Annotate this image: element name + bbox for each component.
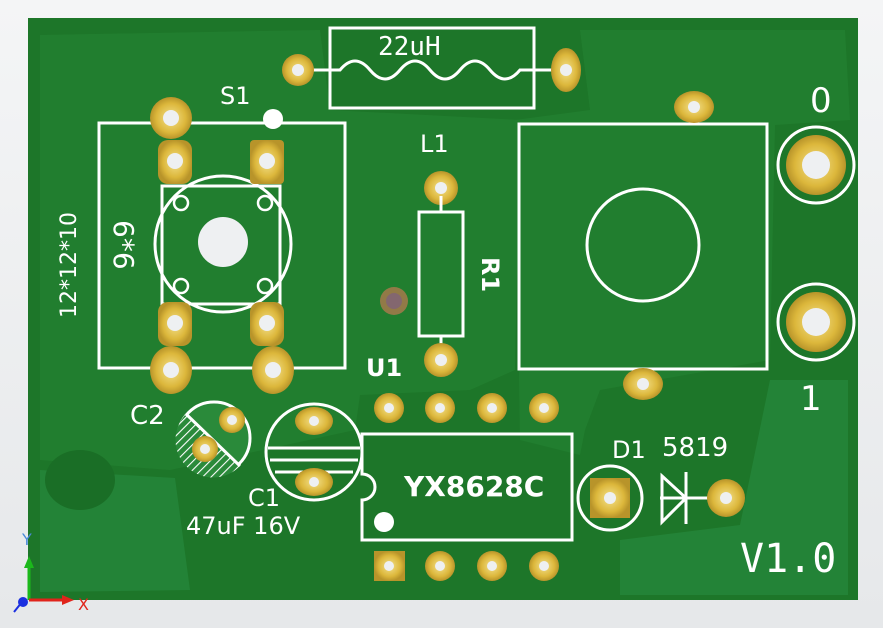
ic-part-label: YX8628C: [403, 470, 544, 503]
switch-pad-drill: [163, 110, 179, 126]
ic-pin-drill: [539, 561, 549, 571]
cap1-value-label: 47uF 16V: [186, 512, 301, 540]
axis-z-line: [13, 601, 23, 613]
terminal-1-drill: [802, 308, 830, 336]
resistor-ref-label: R1: [476, 257, 504, 292]
ic-ref-label: U1: [366, 354, 402, 382]
diode-symbol: [660, 472, 710, 526]
copper-pour-region: [45, 450, 115, 510]
cap1-pad-drill: [309, 416, 319, 426]
diode-silk-ring: [576, 464, 644, 532]
cap2-pad-drill: [227, 415, 237, 425]
terminal-0-silk-ring: [776, 125, 856, 205]
ic-pin-drill: [384, 403, 394, 413]
inductor-coil-silk: [300, 59, 565, 81]
cap2-ref-label: C2: [130, 401, 165, 431]
component-pad-bottom-drill: [637, 378, 649, 390]
inductor-ref-label: L1: [420, 130, 449, 158]
axis-y-label: Y: [21, 530, 32, 549]
board-version-label: V1.0: [740, 536, 836, 582]
axis-x-arrow: [62, 595, 74, 605]
diode-ref-label: D1: [612, 436, 646, 464]
switch-smd-drill: [259, 153, 275, 169]
terminal-0-drill: [802, 151, 830, 179]
ic-pin-drill: [539, 403, 549, 413]
switch-outline-label: 12*12*10: [57, 212, 82, 318]
diode-pad-drill: [720, 492, 732, 504]
component-circle: [585, 187, 701, 303]
copper-pour-region: [620, 380, 848, 595]
r1-pad-top-drill: [435, 182, 447, 194]
switch-corner-hole: [256, 277, 274, 295]
terminal-0-label: 0: [810, 81, 832, 121]
inductor-value-label: 22uH: [378, 32, 441, 62]
ic-body-outline: [360, 432, 574, 542]
axis-y-arrow: [24, 556, 34, 568]
inductor-pad-right-drill: [560, 64, 572, 76]
switch-smd-drill: [259, 315, 275, 331]
switch-corner-hole: [172, 277, 190, 295]
axis-gizmo: Y X: [13, 530, 89, 614]
switch-outline-12x12: [97, 121, 347, 370]
axis-x-label: X: [78, 595, 89, 614]
switch-center-hole: [198, 217, 248, 267]
via-drill: [386, 293, 402, 309]
switch-corner-hole: [172, 194, 190, 212]
switch-smd-drill: [167, 153, 183, 169]
terminal-1-silk-ring: [776, 282, 856, 362]
ic-pin1-dot: [374, 512, 394, 532]
switch-size-label: 6*6: [107, 220, 140, 270]
switch-pad-drill: [265, 362, 281, 378]
cap2-pad-drill: [200, 444, 210, 454]
inductor-pad-left-drill: [292, 64, 304, 76]
ic-pin-drill: [487, 561, 497, 571]
diode-pad-drill: [604, 492, 616, 504]
ic-pin-drill: [435, 403, 445, 413]
switch-pad-drill: [163, 362, 179, 378]
switch-body-6x6: [160, 184, 282, 306]
switch-actuator: [153, 174, 293, 314]
inductor-outline: [328, 26, 536, 110]
terminal-1-label: 1: [800, 379, 822, 419]
cap1-pad-drill: [309, 477, 319, 487]
ic-pin-drill: [487, 403, 497, 413]
switch-corner-hole: [256, 194, 274, 212]
switch-smd-drill: [167, 315, 183, 331]
component-pad-top-drill: [688, 101, 700, 113]
diode-part-label: 5819: [662, 433, 728, 463]
cap1-ref-label: C1: [248, 484, 280, 512]
switch-pin1-marker: [263, 109, 283, 129]
r1-pad-bottom-drill: [435, 354, 447, 366]
ic-pin-drill: [435, 561, 445, 571]
switch-ref-label: S1: [220, 82, 251, 110]
ic-pin-drill: [384, 561, 394, 571]
